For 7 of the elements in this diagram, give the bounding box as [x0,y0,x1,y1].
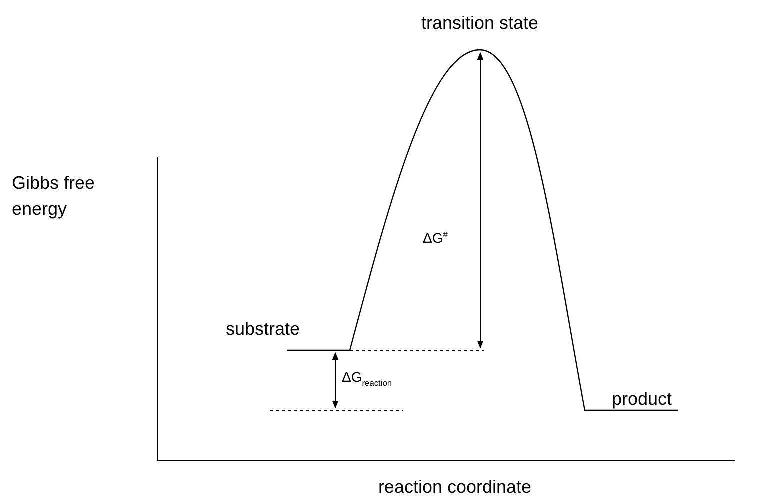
diagram-label: reaction coordinate [377,476,533,499]
diagram-label: Gibbs free energy [12,172,96,222]
diagram-label: transition state [420,12,540,35]
diagram-label: substrate [226,318,300,341]
diagram-label: product [612,388,672,411]
diagram-label: ΔG$^{#}$ [423,228,448,248]
diagram-label: ΔG$_{reaction}$ [342,368,392,389]
